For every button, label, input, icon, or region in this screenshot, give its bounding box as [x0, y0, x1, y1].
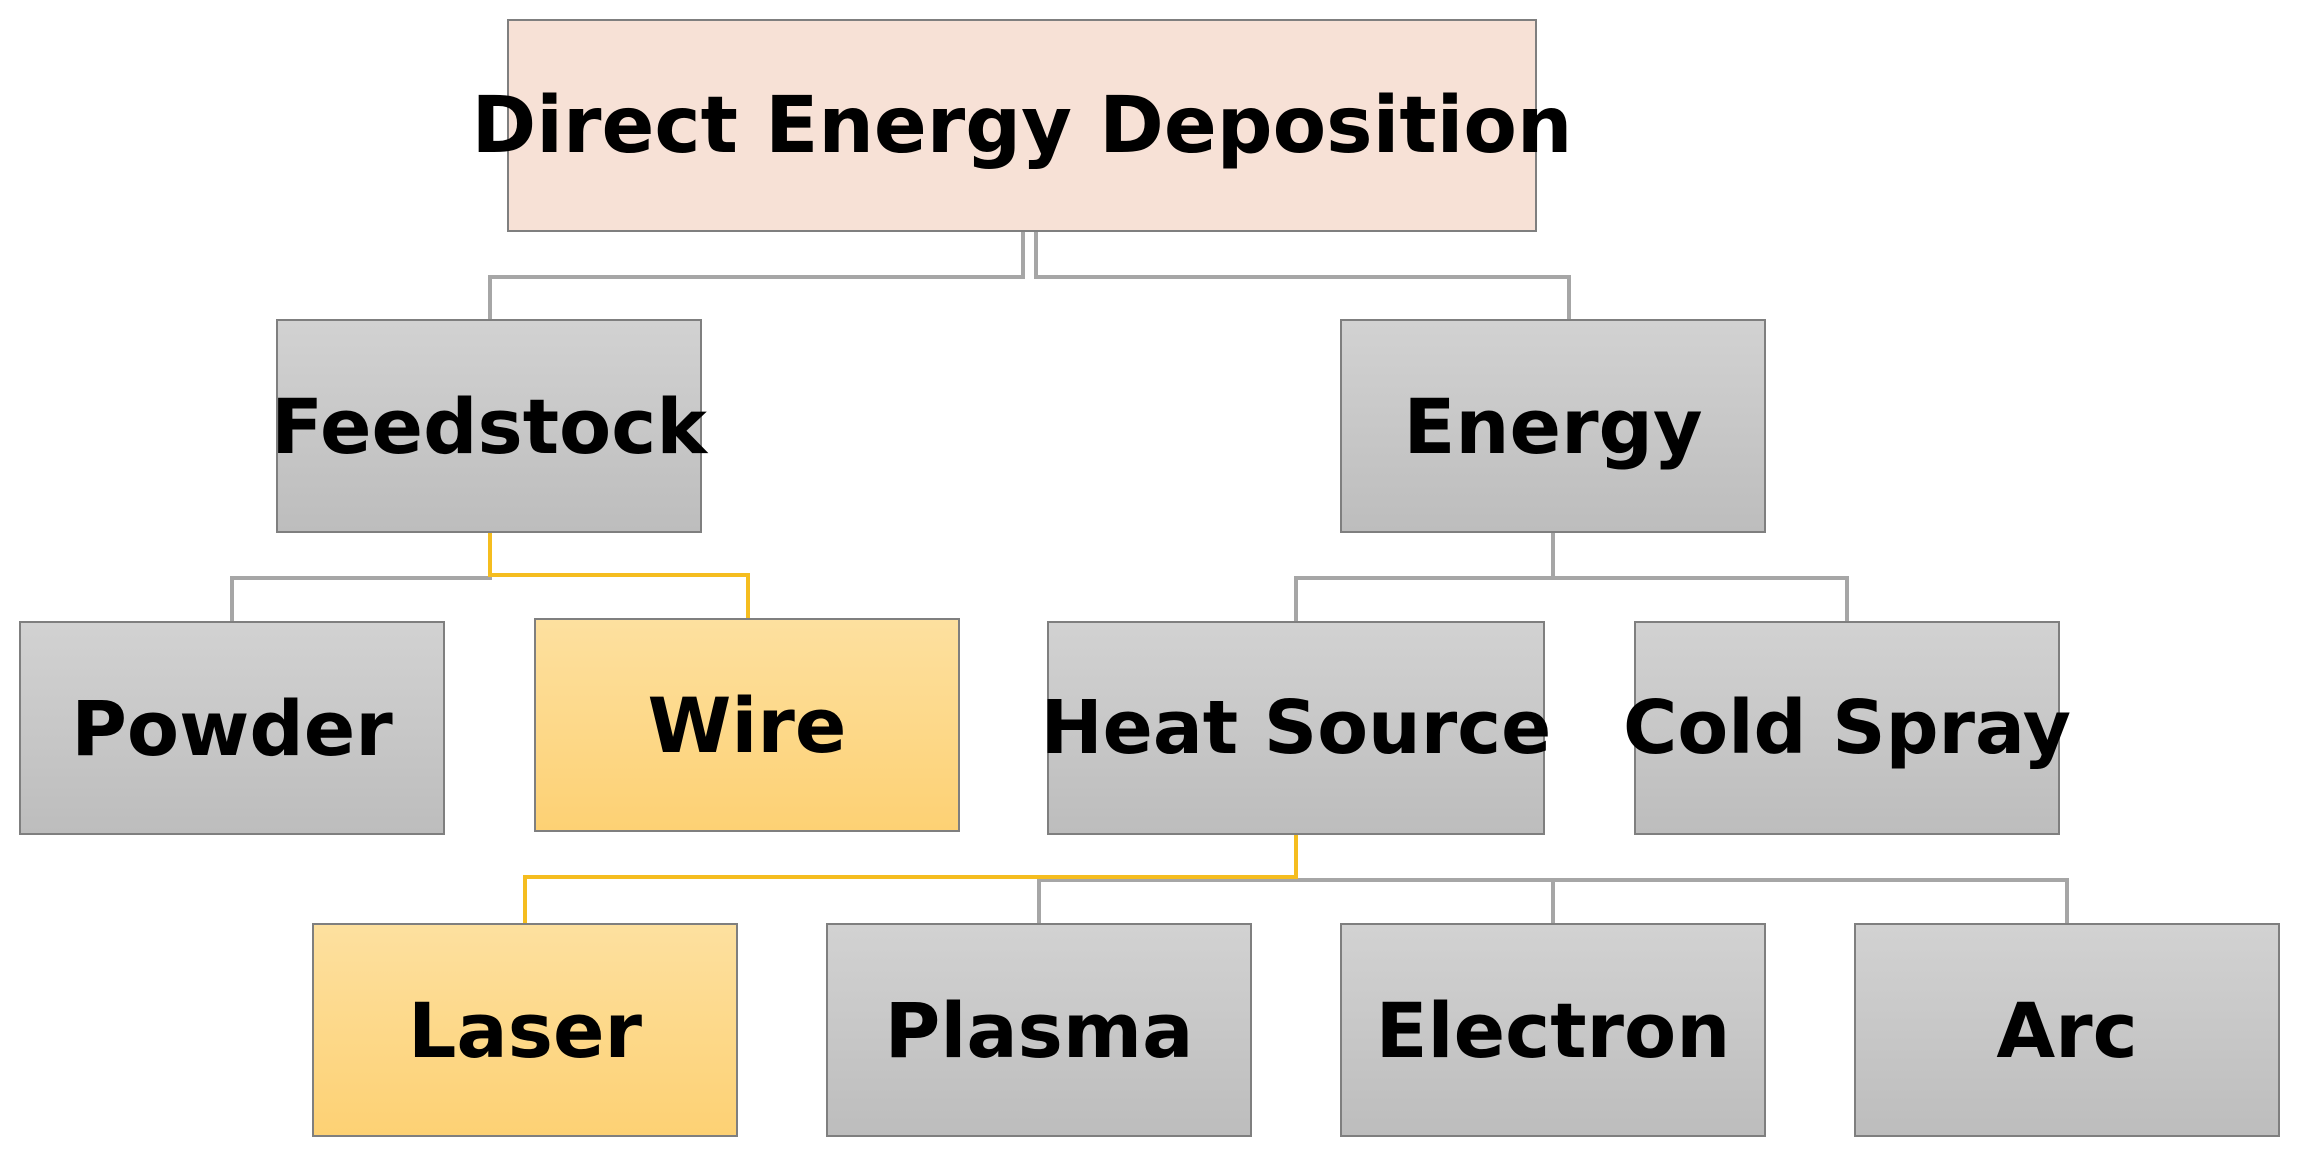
node-feedstock: Feedstock	[271, 319, 707, 533]
connector-heat-source-laser	[523, 835, 1298, 924]
node-cold-spray: Cold Spray	[1623, 621, 2071, 835]
connector-heat-source-arc	[1296, 878, 2069, 924]
node-powder: Powder	[19, 621, 445, 835]
node-wire: Wire	[534, 618, 960, 832]
connector-energy-cold-spray	[1551, 532, 1849, 622]
connector-root-energy	[1034, 230, 1571, 320]
connector-root-feedstock	[488, 230, 1025, 320]
node-label: Cold Spray	[1623, 685, 2071, 771]
node-heat-source: Heat Source	[1041, 621, 1551, 835]
node-label: Arc	[1996, 985, 2138, 1075]
node-plasma: Plasma	[826, 923, 1252, 1137]
node-direct-energy-deposition: Direct Energy Deposition	[472, 19, 1572, 232]
node-label: Wire	[647, 680, 847, 770]
node-label: Direct Energy Deposition	[471, 80, 1573, 171]
connector-feedstock-wire	[488, 532, 750, 619]
node-arc: Arc	[1854, 923, 2280, 1137]
node-energy: Energy	[1340, 319, 1766, 533]
connector-feedstock-powder	[230, 532, 492, 622]
node-electron: Electron	[1340, 923, 1766, 1137]
connector-heat-source-plasma	[1037, 835, 1298, 924]
node-label: Plasma	[884, 985, 1194, 1075]
node-label: Electron	[1375, 985, 1731, 1075]
node-label: Laser	[408, 985, 642, 1075]
connector-energy-heat-source	[1294, 532, 1555, 622]
node-label: Feedstock	[271, 381, 707, 471]
connector-heat-source-electron	[1296, 878, 1555, 924]
node-label: Heat Source	[1040, 685, 1552, 771]
node-laser: Laser	[312, 923, 738, 1137]
node-label: Powder	[71, 683, 393, 773]
node-label: Energy	[1403, 381, 1703, 471]
